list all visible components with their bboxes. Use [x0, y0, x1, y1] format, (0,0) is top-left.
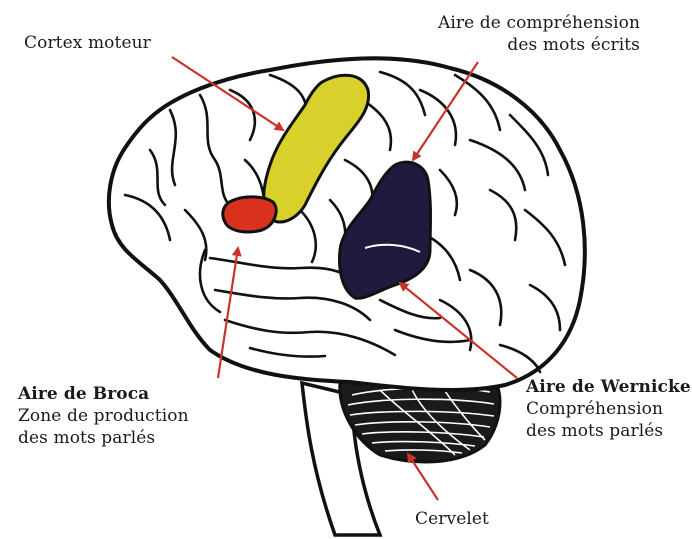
label-comprehension-ecrits-line2: des mots écrits — [410, 34, 640, 56]
label-comprehension-ecrits: Aire de compréhension des mots écrits — [410, 12, 640, 56]
label-comprehension-ecrits-line1: Aire de compréhension — [410, 12, 640, 34]
label-cortex-moteur: Cortex moteur — [24, 32, 151, 54]
broca-area — [223, 197, 276, 232]
label-broca-line3: des mots parlés — [18, 427, 189, 449]
label-broca-title: Aire de Broca — [18, 383, 189, 405]
label-wernicke-line2: Compréhension — [526, 398, 691, 420]
label-broca: Aire de Broca Zone de production des mot… — [18, 383, 189, 449]
label-wernicke-line3: des mots parlés — [526, 420, 691, 442]
label-wernicke: Aire de Wernicke Compréhension des mots … — [526, 376, 691, 442]
label-wernicke-title: Aire de Wernicke — [526, 376, 691, 398]
label-cervelet: Cervelet — [415, 508, 489, 530]
label-broca-line2: Zone de production — [18, 405, 189, 427]
